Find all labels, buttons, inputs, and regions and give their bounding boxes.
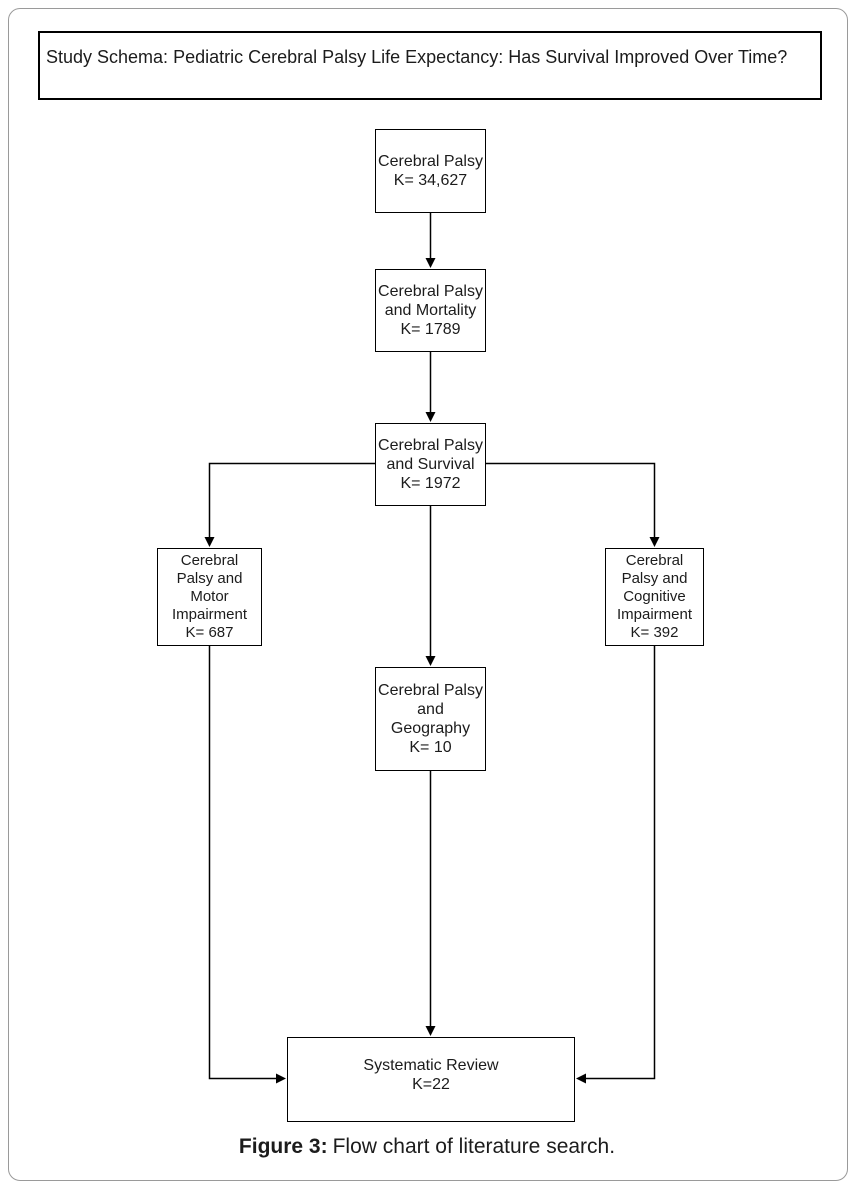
node-label: and Mortality xyxy=(384,302,477,319)
arrowhead-down-icon xyxy=(425,1026,436,1036)
node-k-count: K= 1789 xyxy=(400,321,461,338)
arrowhead-left-icon xyxy=(576,1073,586,1084)
node-cerebral-palsy: Cerebral Palsy K= 34,627 xyxy=(375,129,486,213)
node-k-count: K= 10 xyxy=(409,739,452,756)
node-label: Motor xyxy=(190,588,229,605)
arrow-survival-to-motor xyxy=(208,462,375,541)
arrowhead-down-icon xyxy=(649,537,660,547)
arrow-cognitive-to-systematic xyxy=(584,646,656,1080)
node-label: and xyxy=(417,701,444,718)
node-label: Cerebral Palsy xyxy=(378,437,483,454)
node-label: Impairment xyxy=(616,606,693,623)
node-cerebral-palsy-geography: Cerebral Palsy and Geography K= 10 xyxy=(375,667,486,771)
arrowhead-right-icon xyxy=(276,1073,286,1084)
arrowhead-down-icon xyxy=(425,412,436,422)
arrowhead-down-icon xyxy=(204,537,215,547)
node-cerebral-palsy-mortality: Cerebral Palsy and Mortality K= 1789 xyxy=(375,269,486,352)
figure-border xyxy=(8,8,848,1181)
node-label: Cerebral Palsy xyxy=(378,682,483,699)
node-label: Cerebral xyxy=(625,552,684,569)
node-label: Systematic Review xyxy=(363,1056,499,1074)
arrowhead-down-icon xyxy=(425,258,436,268)
study-schema-title-box: Study Schema: Pediatric Cerebral Palsy L… xyxy=(38,31,822,100)
node-label: Cerebral Palsy xyxy=(378,283,483,300)
node-cerebral-palsy-motor-impairment: Cerebral Palsy and Motor Impairment K= 6… xyxy=(157,548,262,646)
node-k-count: K= 1972 xyxy=(400,475,461,492)
node-k-count: K= 687 xyxy=(185,624,234,641)
study-schema-title: Study Schema: Pediatric Cerebral Palsy L… xyxy=(46,47,788,67)
node-label: Cerebral xyxy=(180,552,239,569)
figure-caption-label: Figure 3: xyxy=(238,1135,328,1158)
arrowhead-down-icon xyxy=(425,656,436,666)
figure-caption-text: Flow chart of literature search. xyxy=(332,1135,616,1158)
node-label: and Survival xyxy=(386,456,475,473)
node-cerebral-palsy-cognitive-impairment: Cerebral Palsy and Cognitive Impairment … xyxy=(605,548,704,646)
node-label: Impairment xyxy=(171,606,248,623)
node-k-count: K= 392 xyxy=(630,624,679,641)
arrow-survival-to-cognitive xyxy=(486,462,656,541)
node-systematic-review: Systematic Review K=22 xyxy=(287,1037,575,1122)
node-label: Cerebral Palsy xyxy=(378,153,483,170)
node-k-count: K= 34,627 xyxy=(393,172,468,189)
node-label: Cognitive xyxy=(623,588,686,605)
node-cerebral-palsy-survival: Cerebral Palsy and Survival K= 1972 xyxy=(375,423,486,506)
arrow-motor-to-systematic xyxy=(208,646,278,1080)
node-k-count: K=22 xyxy=(412,1075,450,1093)
node-label: Palsy and xyxy=(621,570,688,587)
node-label: Geography xyxy=(390,720,471,737)
node-label: Palsy and xyxy=(176,570,243,587)
figure-caption: Figure 3:Flow chart of literature search… xyxy=(0,1135,854,1159)
